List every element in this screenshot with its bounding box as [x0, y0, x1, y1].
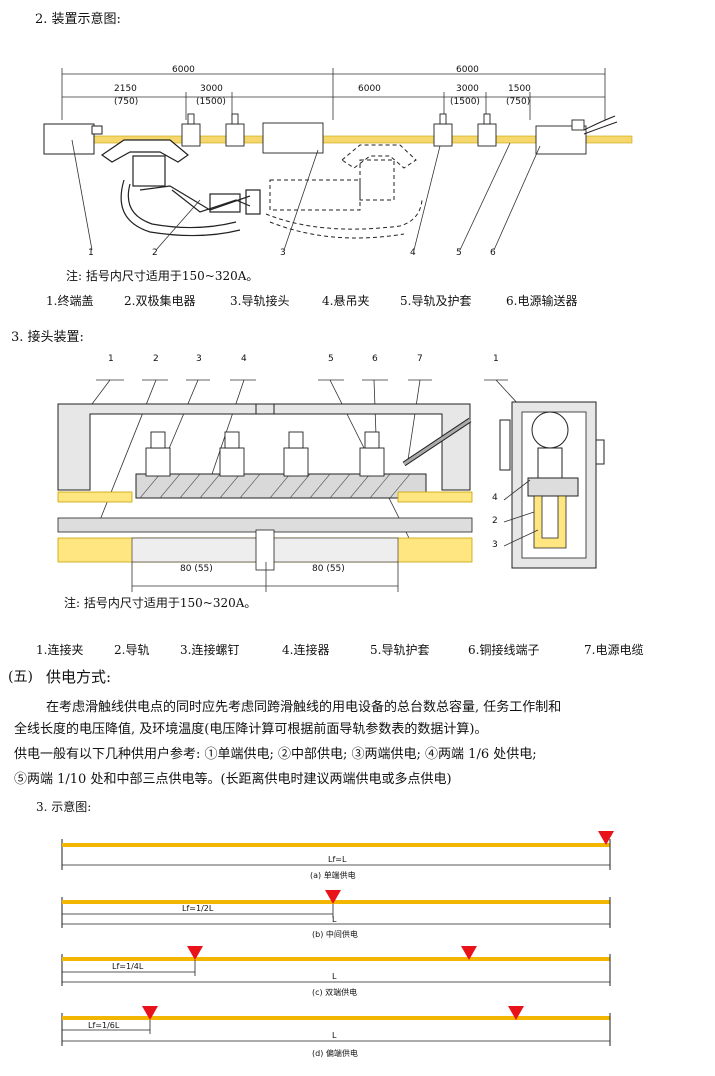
l-label: L	[332, 915, 337, 924]
paragraph-line: 在考虑滑触线供电点的同时应先考虑同跨滑触线的用电设备的总台数总容量, 任务工作制…	[46, 700, 562, 715]
dim-mid: (1500)	[196, 97, 226, 107]
callout-number: 3	[492, 540, 498, 550]
callout-number: 2	[152, 248, 158, 258]
callout-number: 1	[88, 248, 94, 258]
section-heading-joint: 3. 接头装置:	[11, 330, 84, 345]
callout-number: 2	[492, 516, 498, 526]
note-text: 注: 括号内尺寸适用于150~320A。	[66, 269, 259, 283]
paragraph-line: 供电一般有以下几种供用户参考: ①单端供电; ②中部供电; ③两端供电; ④两端…	[14, 747, 537, 762]
dim-mid: 2150	[114, 84, 137, 94]
legend-item: 1.终端盖	[46, 294, 94, 308]
section-heading-device-diagram: 2. 装置示意图:	[35, 12, 121, 27]
callout-number: 5	[328, 354, 334, 364]
lf-label: Lf=1/6L	[88, 1021, 120, 1030]
callout-number: 6	[372, 354, 378, 364]
callout-number: 7	[417, 354, 423, 364]
diagram-caption: (c) 双端供电	[312, 988, 358, 997]
dim-mid: (1500)	[450, 97, 480, 107]
callout-number: 4	[410, 248, 416, 258]
dim-mid: 6000	[358, 84, 381, 94]
diagram-caption: (d) 偏端供电	[312, 1049, 358, 1058]
note-text: 注: 括号内尺寸适用于150~320A。	[64, 596, 257, 610]
lf-label: Lf=1/4L	[112, 962, 144, 971]
callout-number: 3	[196, 354, 202, 364]
lf-label: Lf=L	[328, 855, 347, 864]
device-schematic	[43, 68, 633, 251]
legend-item: 4.连接器	[282, 643, 330, 657]
callout-number: 2	[153, 354, 159, 364]
callout-number: 5	[456, 248, 462, 258]
paragraph-line: 全线长度的电压降值, 及环境温度(电压降计算可根据前面导轨参数表的数据计算)。	[14, 722, 488, 737]
callout-number: 4	[241, 354, 247, 364]
dim-mid: (750)	[506, 97, 531, 107]
callout-number: 6	[490, 248, 496, 258]
lf-label: Lf=1/2L	[182, 904, 214, 913]
legend-item: 7.电源电缆	[584, 643, 644, 657]
l-label: L	[332, 972, 337, 981]
callout-number: 4	[492, 493, 498, 503]
dim-top-right: 6000	[456, 65, 479, 75]
legend-item: 3.连接螺钉	[180, 643, 240, 657]
dim-mid: 3000	[200, 84, 223, 94]
joint-drawing	[57, 379, 605, 592]
dim-mid: 3000	[456, 84, 479, 94]
legend-item: 2.双极集电器	[124, 294, 196, 308]
callout-number: 3	[280, 248, 286, 258]
legend-item: 6.铜接线端子	[468, 643, 540, 657]
diagram-caption: (b) 中间供电	[312, 930, 358, 939]
dim-mid: (750)	[114, 97, 139, 107]
section-title: 供电方式:	[46, 668, 112, 686]
dim-label: 80 (55)	[180, 564, 213, 574]
legend-item: 5.导轨护套	[370, 643, 430, 657]
legend-item: 4.悬吊夹	[322, 294, 370, 308]
l-label: L	[332, 1031, 337, 1040]
diagram-caption: (a) 单端供电	[310, 871, 356, 880]
dim-mid: 1500	[508, 84, 531, 94]
legend-item: 2.导轨	[114, 643, 150, 657]
diagram-heading: 3. 示意图:	[36, 800, 92, 814]
dim-label: 80 (55)	[312, 564, 345, 574]
dim-top-left: 6000	[172, 65, 195, 75]
paragraph-line: ⑤两端 1/10 处和中部三点供电等。(长距离供电时建议两端供电或多点供电)	[14, 772, 452, 787]
section-number: (五)	[8, 669, 33, 685]
callout-number: 1	[493, 354, 499, 364]
legend-item: 5.导轨及护套	[400, 294, 472, 308]
legend-item: 6.电源输送器	[506, 294, 578, 308]
legend-item: 1.连接夹	[36, 643, 84, 657]
callout-number: 1	[108, 354, 114, 364]
legend-item: 3.导轨接头	[230, 294, 290, 308]
